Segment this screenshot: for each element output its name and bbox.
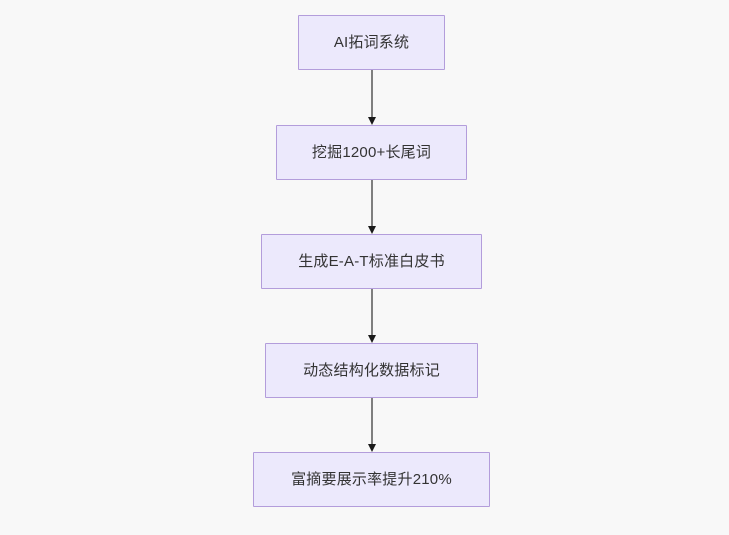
node-label: 生成E-A-T标准白皮书: [298, 252, 445, 270]
node-label: 动态结构化数据标记: [303, 361, 440, 379]
flowchart-node-dynamic-structured-data[interactable]: 动态结构化数据标记: [265, 343, 478, 398]
edge-line: [371, 70, 373, 118]
edge-n3-n4: [367, 289, 376, 343]
node-label: 富摘要展示率提升210%: [291, 470, 452, 488]
edge-line: [371, 289, 373, 336]
arrow-head-icon: [367, 117, 376, 125]
flowchart-node-mine-longtail-keywords[interactable]: 挖掘1200+长尾词: [276, 125, 467, 180]
edge-line: [371, 398, 373, 445]
node-label: AI拓词系统: [333, 33, 410, 51]
flowchart-node-generate-eat-whitepaper[interactable]: 生成E-A-T标准白皮书: [261, 234, 482, 289]
arrow-head-icon: [367, 335, 376, 343]
edge-n4-n5: [367, 398, 376, 452]
flowchart-node-rich-snippet-uplift[interactable]: 富摘要展示率提升210%: [253, 452, 490, 507]
edge-line: [371, 180, 373, 227]
arrow-head-icon: [367, 226, 376, 234]
flowchart-node-ai-keyword-system[interactable]: AI拓词系统: [298, 15, 445, 70]
node-label: 挖掘1200+长尾词: [311, 143, 432, 161]
edge-n1-n2: [367, 70, 376, 125]
arrow-head-icon: [367, 444, 376, 452]
edge-n2-n3: [367, 180, 376, 234]
